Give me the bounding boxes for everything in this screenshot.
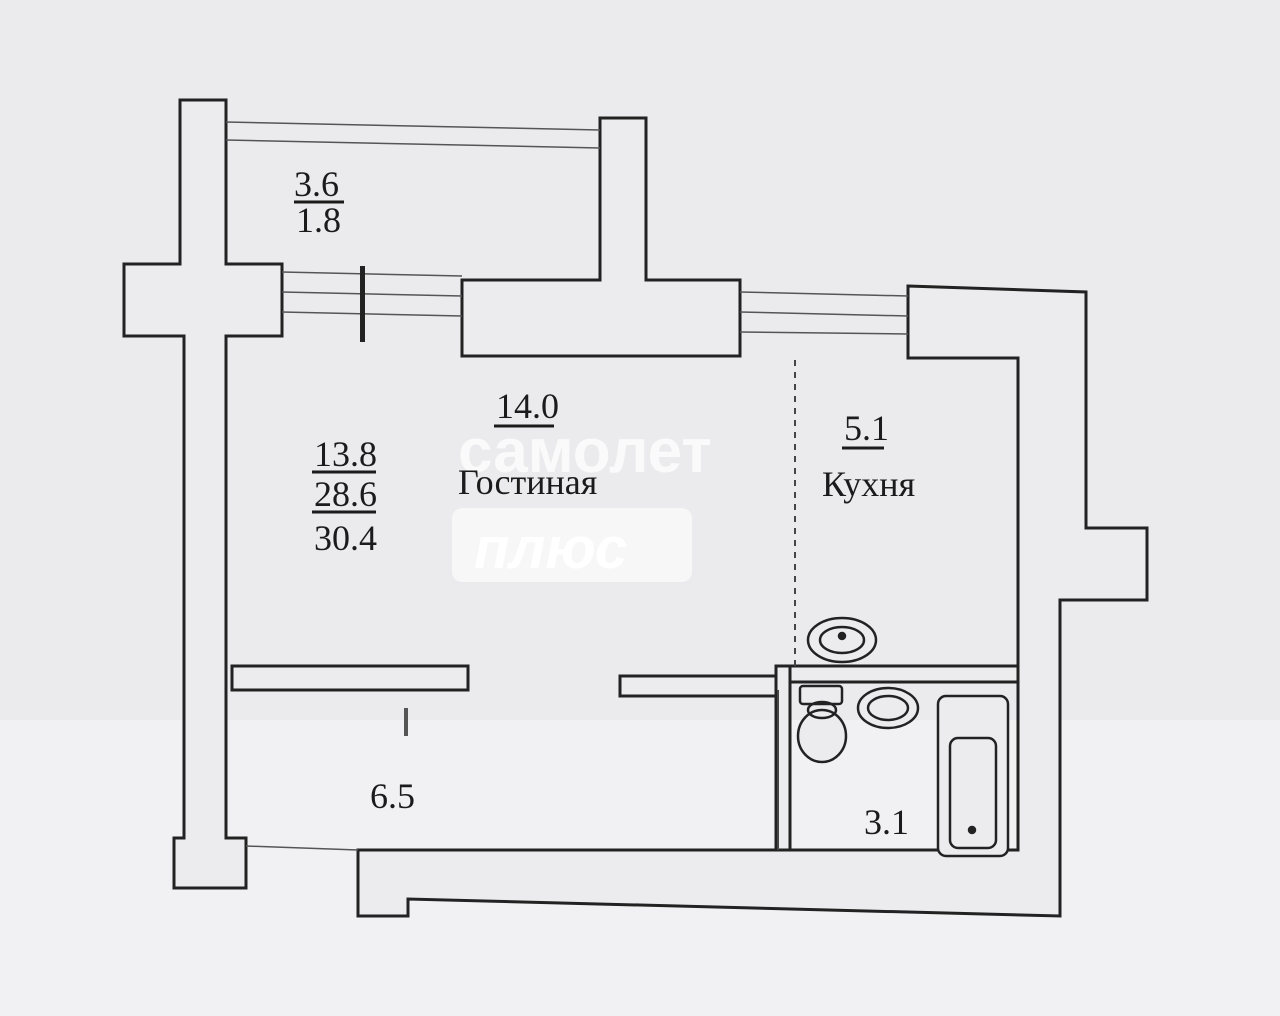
toilet-tank-icon bbox=[798, 684, 844, 706]
living-room-name: Гостиная bbox=[458, 462, 597, 502]
toilet-seat bbox=[806, 700, 838, 720]
watermark-line1: самолет bbox=[458, 417, 712, 486]
window-line bbox=[739, 291, 909, 297]
bathroom-wall-west bbox=[774, 664, 792, 852]
window-line bbox=[281, 291, 463, 297]
watermark-badge bbox=[452, 508, 692, 582]
window-line bbox=[281, 311, 463, 317]
kitchen-area: 5.1 bbox=[844, 408, 889, 448]
central-pier bbox=[460, 116, 742, 358]
watermark-line2: плюс bbox=[474, 516, 627, 581]
balcony-railing bbox=[225, 121, 601, 131]
total-area-value: 28.6 bbox=[314, 474, 377, 514]
total-area-with-balcony: 30.4 bbox=[314, 518, 377, 558]
partition-east bbox=[618, 674, 778, 698]
balcony-area-reduced: 1.8 bbox=[296, 200, 341, 240]
hallway-area: 6.5 bbox=[370, 776, 415, 816]
bathroom-area: 3.1 bbox=[864, 802, 909, 842]
kitchen-sink-basin bbox=[818, 625, 866, 655]
kitchen-sink-drain bbox=[837, 631, 847, 641]
window-line bbox=[739, 331, 909, 335]
outer-wall-east bbox=[356, 284, 1149, 918]
toilet-bowl-icon bbox=[796, 708, 848, 764]
balcony-door bbox=[360, 266, 365, 342]
window-line bbox=[245, 845, 359, 851]
window-line bbox=[739, 311, 909, 317]
outer-wall-west bbox=[122, 98, 284, 890]
washbasin-bowl bbox=[866, 694, 910, 722]
washbasin-icon bbox=[856, 686, 920, 730]
window-line bbox=[281, 271, 463, 277]
partition-west bbox=[230, 664, 470, 692]
living-room-area: 14.0 bbox=[496, 386, 559, 426]
living-area-value: 13.8 bbox=[314, 434, 377, 474]
bathtub-icon bbox=[936, 694, 1010, 858]
bathtub-basin bbox=[948, 736, 998, 850]
door-stop bbox=[404, 708, 408, 736]
balcony-railing bbox=[225, 139, 601, 149]
kitchen-name: Кухня bbox=[822, 464, 915, 504]
bathroom-wall-top bbox=[774, 664, 1020, 684]
balcony-area-total: 3.6 bbox=[294, 164, 339, 204]
bathtub-drain bbox=[967, 825, 977, 835]
